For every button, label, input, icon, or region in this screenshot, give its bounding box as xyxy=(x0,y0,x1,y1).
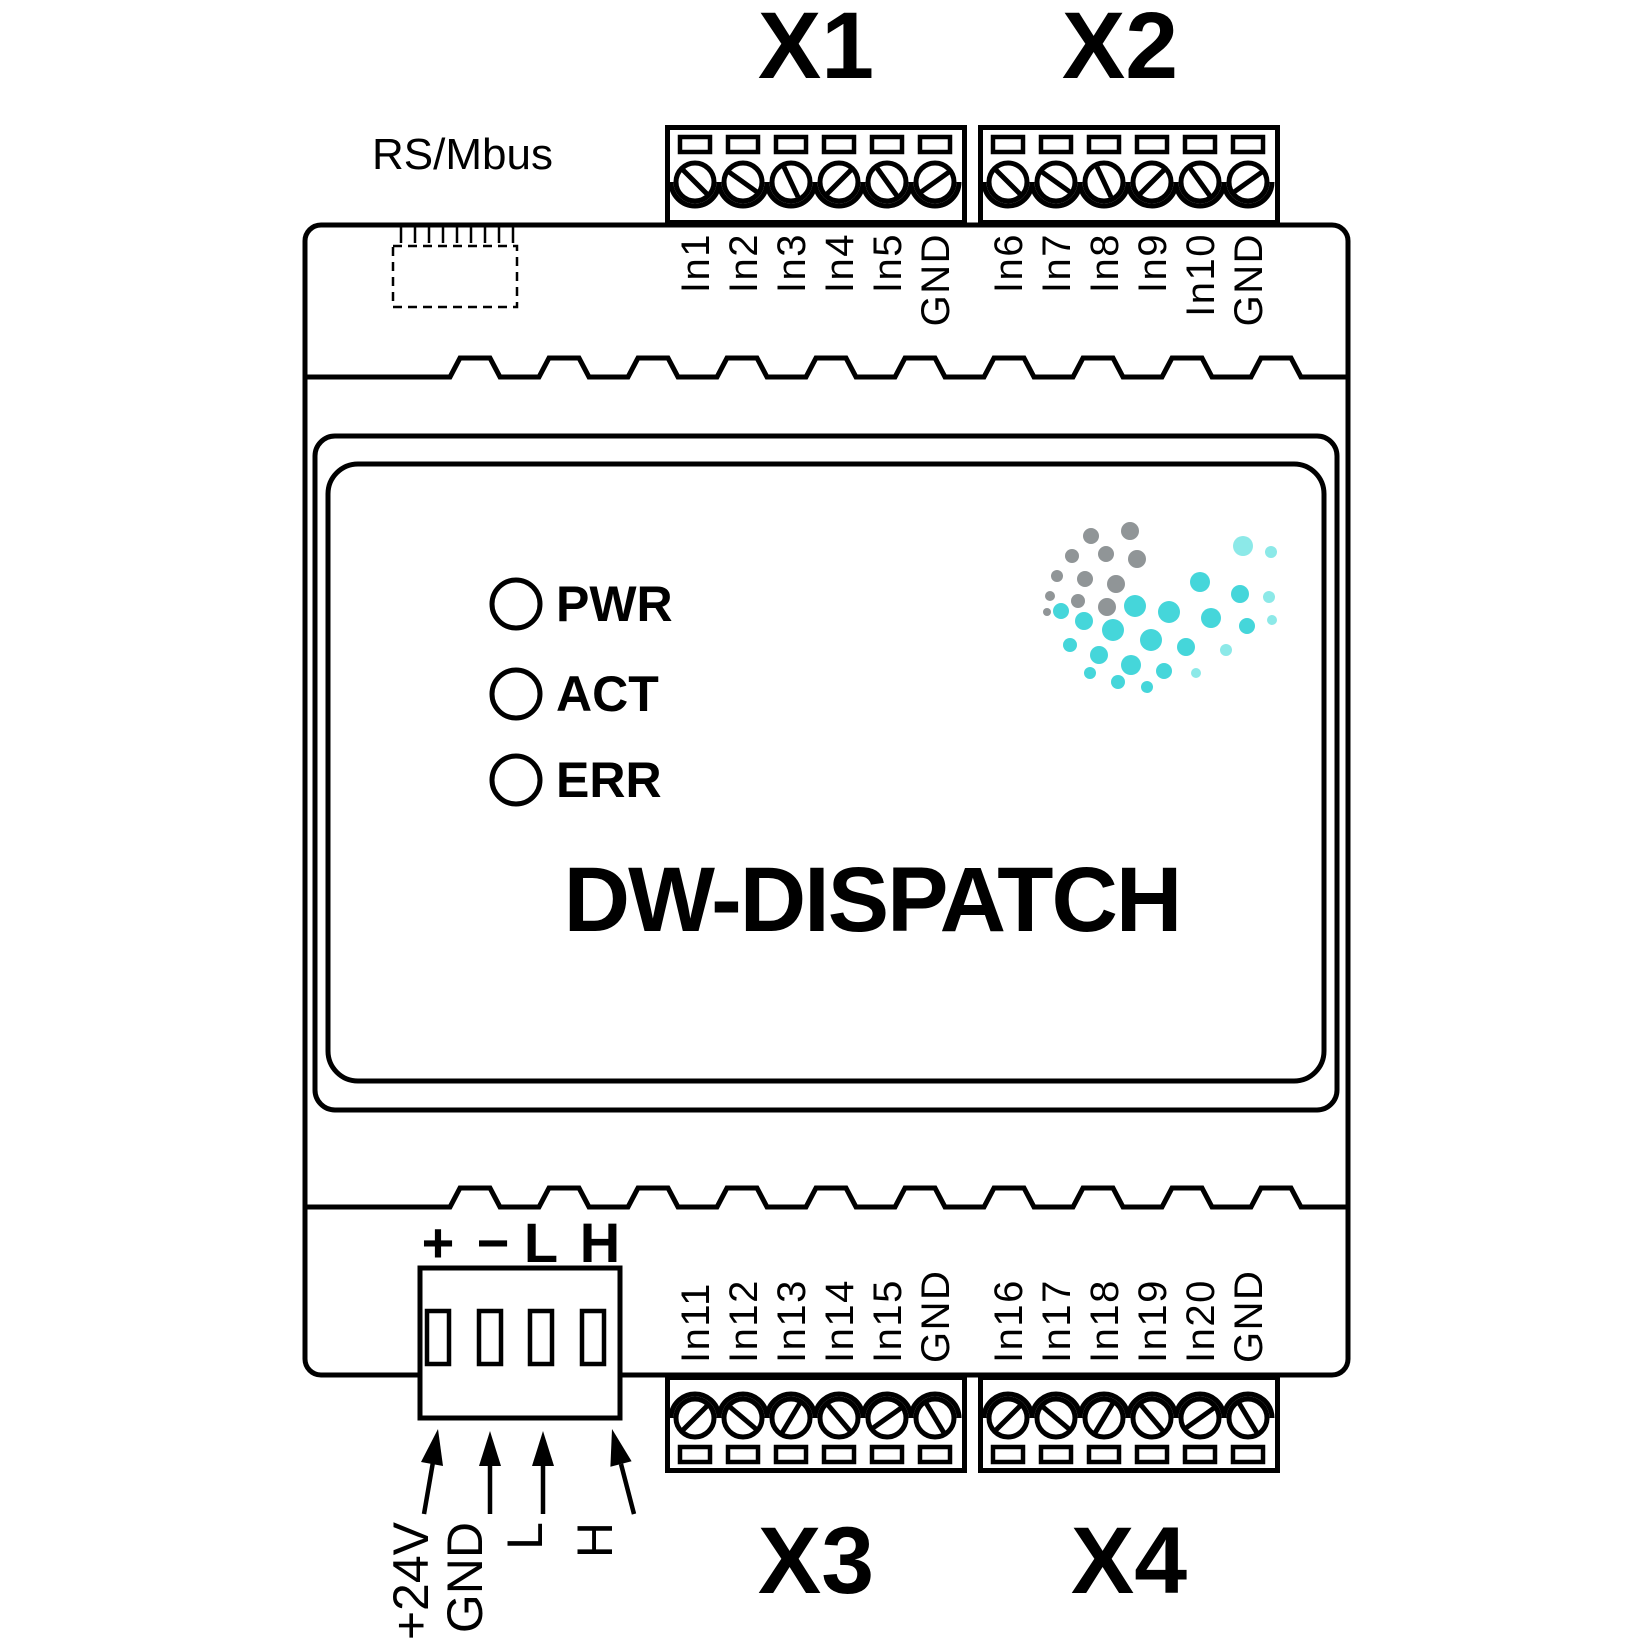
connector-x2-title: X2 xyxy=(1062,0,1178,99)
pin-label-x3-6: GND xyxy=(914,1270,958,1363)
connector-x4-title: X4 xyxy=(1071,1508,1187,1614)
label-panel xyxy=(325,461,1327,1084)
terminal-block-x2 xyxy=(981,128,1278,223)
wire-label-h: H xyxy=(567,1522,623,1558)
brand-logo-icon xyxy=(1043,522,1277,693)
terminal-block-x3 xyxy=(668,1378,965,1471)
pin-label-x3-5: In15 xyxy=(866,1279,910,1363)
pin-label-x2-1: In6 xyxy=(987,233,1031,293)
pin-label-x4-5: In20 xyxy=(1179,1279,1223,1363)
logo-gray-dots xyxy=(1043,522,1146,616)
pin-label-x1-3: In3 xyxy=(770,233,814,293)
arrow-h-icon xyxy=(610,1429,637,1515)
terminal-block-x4 xyxy=(981,1378,1278,1471)
pwr-led-label: PWR xyxy=(556,576,673,632)
pin-label-x4-3: In18 xyxy=(1083,1279,1127,1363)
pin-label-x3-2: In12 xyxy=(722,1279,766,1363)
pin-label-x4-2: In17 xyxy=(1035,1279,1079,1363)
logo-light-dots xyxy=(1191,536,1277,678)
pin-label-x1-6: GND xyxy=(914,233,958,326)
pin-label-x3-4: In14 xyxy=(818,1279,862,1363)
power-terminal-plus-label: + xyxy=(422,1211,455,1274)
err-led-icon xyxy=(489,753,543,807)
power-terminal-h-label: H xyxy=(580,1211,620,1274)
wire-label-l: L xyxy=(497,1522,553,1550)
expansion-slot-pins xyxy=(399,225,515,243)
wire-label-gnd: GND xyxy=(437,1522,493,1633)
pin-label-x3-3: In13 xyxy=(770,1279,814,1363)
pin-label-x2-4: In9 xyxy=(1131,233,1175,293)
pin-label-x4-4: In19 xyxy=(1131,1279,1175,1363)
power-bus-connector xyxy=(417,1265,623,1421)
pin-label-x1-2: In2 xyxy=(722,233,766,293)
pin-label-x4-1: In16 xyxy=(987,1279,1031,1363)
wire-arrows xyxy=(421,1429,637,1515)
top-notch-line xyxy=(305,355,1348,380)
act-led-icon xyxy=(489,667,543,721)
bottom-notch-line xyxy=(305,1185,1348,1210)
pin-label-x3-1: In11 xyxy=(674,1282,718,1363)
act-led-label: ACT xyxy=(556,666,659,722)
pin-label-x1-1: In1 xyxy=(674,233,718,293)
power-terminal-minus-label: − xyxy=(477,1211,510,1274)
connector-x3-title: X3 xyxy=(758,1508,874,1614)
pin-label-x2-3: In8 xyxy=(1083,233,1127,293)
pin-label-x1-5: In5 xyxy=(866,233,910,293)
pwr-led-icon xyxy=(489,577,543,631)
logo-cyan-dots xyxy=(1053,572,1255,693)
arrow-gnd-icon xyxy=(479,1431,501,1514)
pin-label-x4-6: GND xyxy=(1227,1270,1271,1363)
terminal-block-x1 xyxy=(668,128,965,223)
pin-label-x2-2: In7 xyxy=(1035,233,1079,293)
power-terminal-l-label: L xyxy=(524,1211,558,1274)
device-model-title: DW-DISPATCH xyxy=(564,849,1181,951)
connector-x1-title: X1 xyxy=(758,0,874,99)
arrow-24v-icon xyxy=(421,1429,443,1515)
expansion-slot-footprint xyxy=(391,244,519,309)
pin-label-x1-4: In4 xyxy=(818,233,862,293)
arrow-l-icon xyxy=(532,1431,554,1514)
pin-label-x2-6: GND xyxy=(1227,233,1271,326)
pin-label-x2-5: In10 xyxy=(1179,233,1223,317)
err-led-label: ERR xyxy=(556,752,662,808)
wire-label-24v: +24V xyxy=(383,1521,439,1640)
rs-mbus-label: RS/Mbus xyxy=(372,130,553,179)
